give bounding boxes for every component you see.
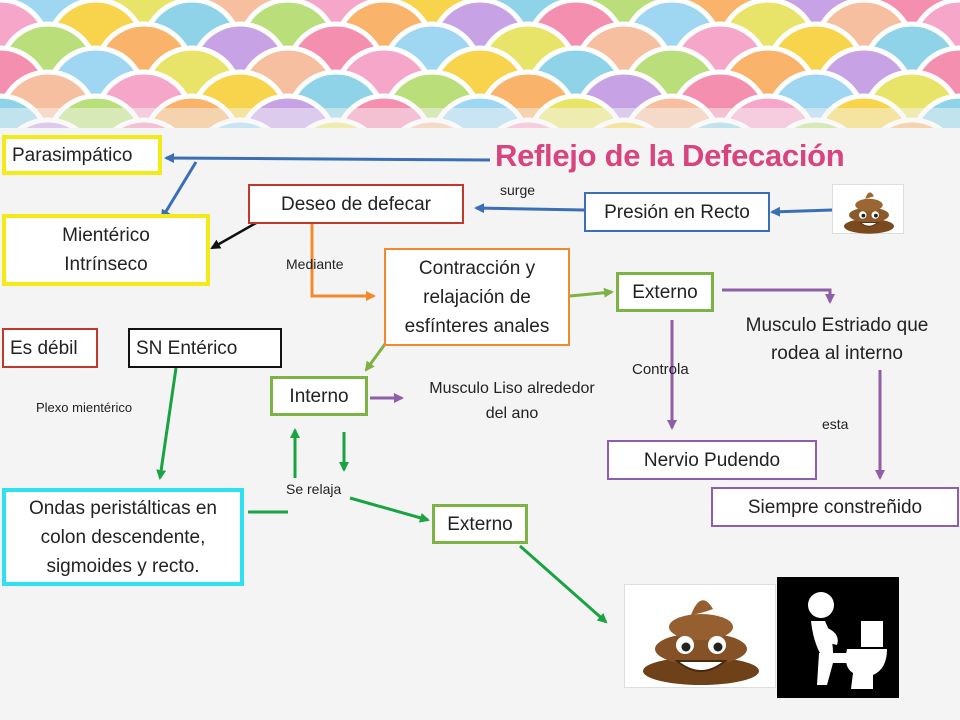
box-nervio-pudendo-text: Nervio Pudendo — [643, 449, 781, 471]
box-mienterico-line2: Intrínseco — [64, 254, 148, 275]
arrow-externo-to-poop — [519, 544, 608, 624]
box-externo-top: Externo — [616, 272, 714, 312]
arrow-deseo-to-contraccion — [310, 224, 376, 301]
label-mediante: Mediante — [286, 256, 344, 272]
label-esta: esta — [822, 416, 849, 432]
box-nervio-pudendo: Nervio Pudendo — [607, 440, 817, 480]
box-interno-text: Interno — [289, 385, 349, 407]
label-controla: Controla — [632, 361, 689, 378]
box-contraccion-line1: Contracción y — [418, 257, 536, 279]
box-presion: Presión en Recto — [584, 192, 770, 232]
box-sn-enterico: SN Entérico — [128, 328, 282, 368]
label-musculo-estriado: Musculo Estriado que rodea al interno — [722, 312, 952, 368]
box-parasimpatico: Parasimpático — [2, 135, 162, 175]
scallop-banner — [0, 0, 960, 128]
box-ondas-line1: Ondas peristálticas en — [29, 497, 217, 519]
box-ondas-line3: sigmoides y recto. — [46, 555, 200, 577]
arrow-presion-to-deseo — [474, 203, 585, 214]
box-siempre: Siempre constreñido — [711, 487, 959, 527]
box-externo-bottom-text: Externo — [447, 513, 513, 535]
label-musculo-estriado-line1: Musculo Estriado que — [745, 315, 929, 336]
toilet-image — [777, 577, 899, 698]
arrow-to-mienterico — [160, 161, 198, 220]
arrow-title-to-parasimpatico — [164, 153, 491, 164]
box-parasimpatico-text: Parasimpático — [12, 144, 133, 166]
box-interno: Interno — [270, 376, 368, 416]
box-ondas: Ondas peristálticas en colon descendente… — [2, 488, 244, 586]
poop-emoji-icon — [643, 600, 759, 685]
box-externo-bottom: Externo — [432, 504, 528, 544]
box-externo-top-text: Externo — [632, 281, 698, 303]
box-presion-text: Presión en Recto — [604, 201, 750, 223]
arrow-sn-to-ondas — [156, 367, 178, 480]
box-contraccion: Contracción y relajación de esfínteres a… — [384, 248, 570, 346]
diagram-title: Reflejo de la Defecación — [495, 138, 845, 173]
box-es-debil: Es débil — [2, 328, 98, 368]
box-contraccion-line3: esfínteres anales — [404, 315, 550, 337]
box-siempre-text: Siempre constreñido — [747, 496, 923, 518]
label-plexo-mienterico: Plexo mientérico — [36, 400, 133, 415]
label-musculo-liso-line1: Musculo Liso alrededor — [429, 380, 595, 397]
label-se-relaja: Se relaja — [286, 481, 342, 497]
box-contraccion-line2: relajación de — [423, 286, 531, 308]
label-musculo-liso-line2: del ano — [485, 405, 539, 422]
poop-emoji-icon — [844, 192, 894, 234]
box-es-debil-text: Es débil — [10, 337, 78, 359]
label-musculo-estriado-line2: rodea al interno — [770, 343, 904, 364]
box-ondas-line2: colon descendente, — [40, 526, 206, 548]
arrow-serelaja-to-externo — [349, 496, 430, 523]
label-surge: surge — [500, 182, 536, 198]
box-deseo-text: Deseo de defecar — [281, 193, 431, 215]
arrow-poop-to-presion — [770, 206, 833, 217]
label-musculo-liso: Musculo Liso alrededor del ano — [408, 376, 616, 426]
person-on-toilet-icon — [808, 592, 887, 689]
box-sn-enterico-text: SN Entérico — [136, 337, 238, 359]
box-mienterico-line1: Mientérico — [62, 225, 150, 246]
poop-image-small — [832, 184, 904, 234]
poop-image-large — [624, 584, 776, 688]
arrow-deseo-to-mienterico — [210, 221, 257, 250]
arrow-externo-to-estriado — [722, 288, 835, 304]
box-mienterico: Mientérico Intrínseco — [2, 214, 210, 286]
arrow-contraccion-to-externo — [569, 287, 614, 298]
box-deseo: Deseo de defecar — [248, 184, 464, 224]
